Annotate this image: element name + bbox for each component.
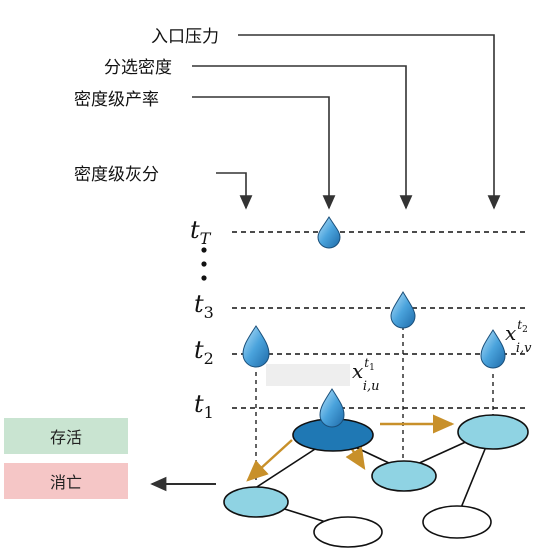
- legend-die: 消亡: [4, 463, 128, 499]
- node-light: [223, 486, 289, 518]
- time-label-tT: tT: [190, 216, 212, 248]
- legend-survive: 存活: [4, 418, 128, 454]
- pointer-separation-density: [192, 65, 413, 210]
- legend-die-label: 消亡: [49, 473, 82, 492]
- highlight-box: [266, 364, 350, 386]
- pointer-inlet-pressure: [238, 34, 501, 210]
- drop-icon: [319, 388, 345, 428]
- node-light: [371, 460, 437, 492]
- label-separation-density: 分选密度: [104, 58, 172, 78]
- node-empty: [422, 505, 492, 539]
- label-density-yield: 密度级产率: [74, 90, 159, 110]
- node-empty: [313, 516, 383, 548]
- time-label-t3: t3: [194, 290, 214, 322]
- drop-icon: [242, 325, 270, 368]
- flow-arrow: [246, 439, 293, 482]
- drop-icon: [480, 329, 506, 369]
- drop-icon: [390, 291, 416, 329]
- drop-icon: [317, 216, 341, 249]
- ellipsis-dot: [201, 261, 207, 267]
- legend-survive-label: 存活: [49, 428, 82, 447]
- time-label-t2: t2: [194, 336, 214, 368]
- node-light: [457, 414, 529, 450]
- pointer-density-yield: [192, 96, 336, 210]
- ellipsis-dot: [201, 275, 207, 281]
- ellipsis-dot: [201, 247, 207, 253]
- label-inlet-pressure: 入口压力: [151, 27, 219, 47]
- pointer-density-ash: [216, 172, 253, 210]
- label-density-ash: 密度级灰分: [74, 165, 159, 185]
- time-label-t1: t1: [194, 390, 214, 422]
